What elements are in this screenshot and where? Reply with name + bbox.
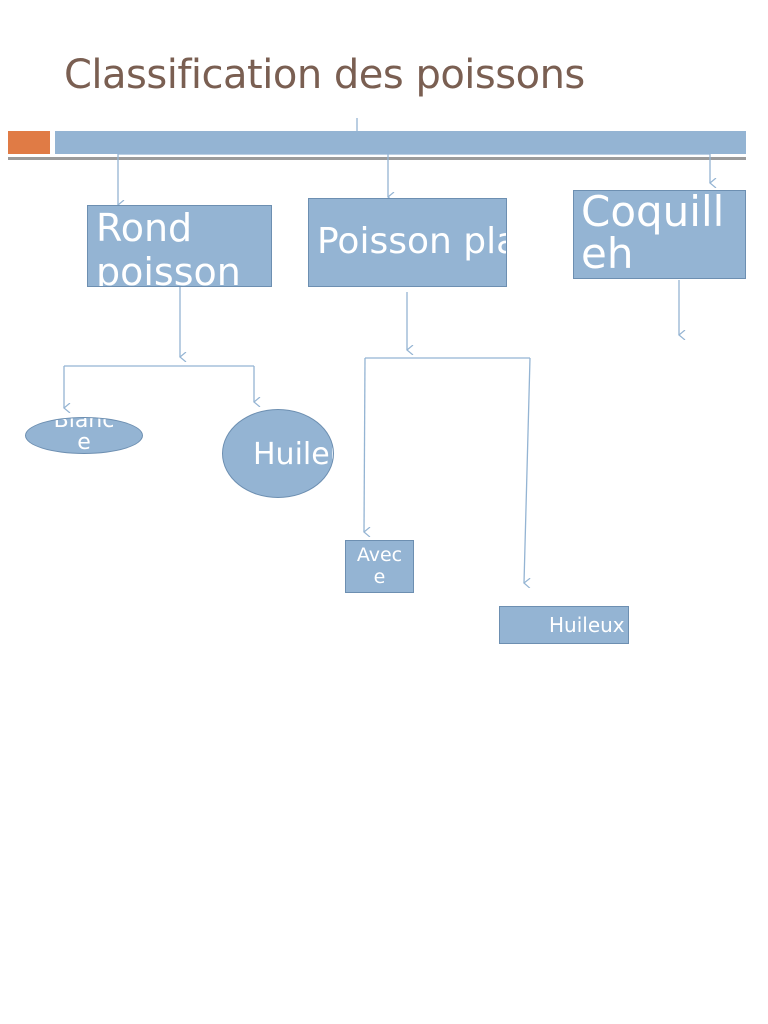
accent-blue-bar (55, 131, 746, 154)
node-poisson-plat-label: Poisson plat (317, 221, 506, 262)
node-blanc-label: Blanc e (53, 417, 115, 454)
node-huileux-flat-label: Huileux (549, 613, 625, 637)
node-rond-poisson-label: Rond poisson (96, 206, 241, 287)
node-coquillage-label: Coquilleh (581, 190, 725, 278)
divider-line (8, 157, 746, 160)
node-huileux-round: Huileux (222, 409, 334, 498)
connector-to-huileux-flat (524, 357, 531, 583)
node-rond-poisson: Rond poisson (87, 205, 272, 287)
node-huileux-flat: Huileux (499, 606, 629, 644)
node-avec: Avec e (345, 540, 414, 593)
node-huileux-round-label: Huileux (253, 437, 333, 472)
slide-title: Classification des poissons (64, 52, 585, 98)
node-blanc: Blanc e (25, 417, 143, 454)
node-poisson-plat: Poisson plat (308, 198, 507, 287)
accent-orange-block (8, 131, 50, 154)
connector-to-avec (364, 357, 365, 532)
node-coquillage: Coquilleh (573, 190, 746, 279)
node-avec-label: Avec e (356, 544, 403, 588)
